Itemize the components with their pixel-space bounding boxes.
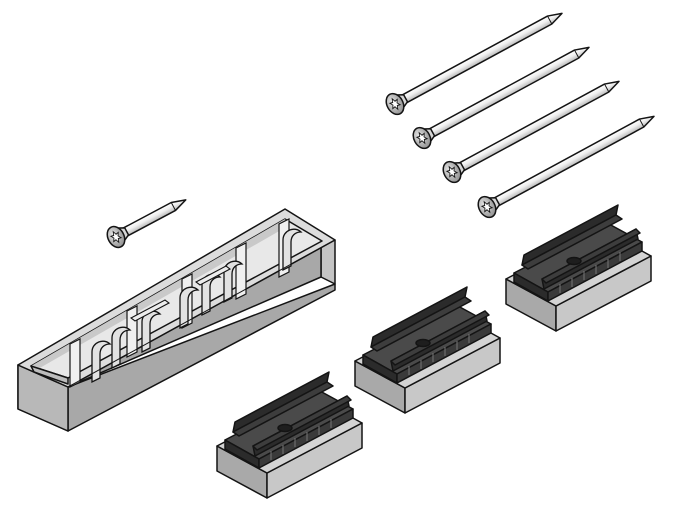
long-screw-3 [442, 80, 620, 184]
clip-block-1 [505, 204, 652, 332]
spacer-rail [17, 208, 336, 432]
long-screw-4 [477, 115, 655, 219]
long-screw-2 [412, 46, 590, 150]
clip-block-3 [216, 371, 363, 499]
long-screw-1 [385, 12, 563, 116]
clip-block-2 [354, 286, 501, 414]
short-screw [106, 199, 187, 249]
